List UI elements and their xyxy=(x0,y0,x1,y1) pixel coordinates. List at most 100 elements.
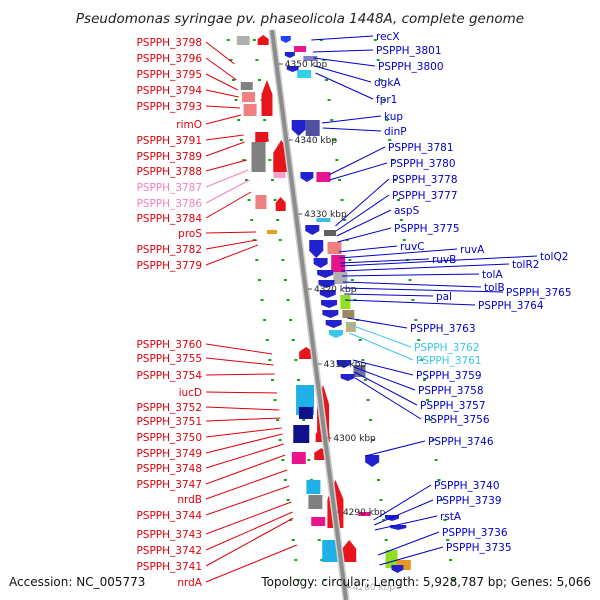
tick-mark xyxy=(322,579,326,581)
right-leader-line xyxy=(341,273,480,277)
right-leader-line xyxy=(344,293,434,297)
tick-mark xyxy=(371,439,375,441)
tick-mark xyxy=(302,419,306,421)
gene-arrow-down xyxy=(300,172,314,182)
left-gene-label: PSPPH_3747 xyxy=(136,479,202,491)
right-gene-label: ruvB xyxy=(432,254,456,266)
tick-mark xyxy=(317,539,321,541)
tick-mark xyxy=(332,139,336,141)
right-leader-line xyxy=(379,546,444,566)
summary-text: Topology: circular; Length: 5,928,787 bp… xyxy=(260,575,591,589)
gene-arrow-down xyxy=(390,525,407,530)
gene-arrow-down xyxy=(317,270,334,278)
tick-mark xyxy=(327,99,331,101)
left-gene-label: PSPPH_3744 xyxy=(136,510,202,522)
gene-features xyxy=(236,35,411,573)
left-gene-label: PSPPH_3788 xyxy=(136,166,202,178)
tick-mark xyxy=(452,579,456,581)
gene-block xyxy=(251,142,266,172)
gene-block xyxy=(331,255,346,273)
tick-mark xyxy=(260,299,264,301)
tick-mark xyxy=(270,379,274,381)
gene-block xyxy=(316,172,331,182)
tick-mark xyxy=(324,79,328,81)
tick-mark xyxy=(388,139,392,141)
right-gene-label: PSPPH_3740 xyxy=(434,480,500,492)
gene-arrow-up xyxy=(299,347,314,359)
right-gene-label: kup xyxy=(384,111,403,123)
map-title: Pseudomonas syringae pv. phaseolicola 14… xyxy=(76,11,524,27)
left-leader-line xyxy=(205,517,294,567)
gene-arrow-down xyxy=(365,455,380,467)
left-leader-line xyxy=(205,544,298,583)
tick-mark xyxy=(343,219,347,221)
gene-block xyxy=(255,195,267,209)
gene-arrow-down xyxy=(325,320,342,328)
right-leader-line xyxy=(314,65,372,83)
tick-mark xyxy=(382,99,386,101)
gene-block xyxy=(291,452,306,464)
left-leader-line xyxy=(205,134,244,141)
right-leader-line xyxy=(338,245,398,253)
tick-mark xyxy=(250,219,254,221)
tick-mark xyxy=(440,499,444,501)
left-gene-label: PSPPH_3787 xyxy=(136,182,202,194)
tick-mark xyxy=(255,59,259,61)
tick-mark xyxy=(237,119,241,121)
left-gene-label: PSPPH_3741 xyxy=(136,561,202,573)
left-gene-label: nrdB xyxy=(177,494,202,506)
gene-arrow-down xyxy=(336,360,351,368)
scale-label: 4320 kbp xyxy=(314,285,357,295)
right-gene-label: pal xyxy=(436,291,452,303)
left-gene-label: PSPPH_3786 xyxy=(136,198,202,210)
right-gene-label: rstA xyxy=(440,511,462,523)
right-leader-line xyxy=(374,515,438,531)
tick-mark xyxy=(366,399,370,401)
tick-mark xyxy=(385,119,389,121)
tick-mark xyxy=(294,359,298,361)
tick-mark xyxy=(283,279,287,281)
left-gene-label: PSPPH_3751 xyxy=(136,416,202,428)
left-leader-line xyxy=(205,417,281,422)
gene-block xyxy=(293,425,310,443)
left-leader-line xyxy=(205,454,286,485)
left-leader-line xyxy=(205,244,259,266)
right-gene-label: tolB xyxy=(484,282,505,294)
scale-label: 4310 kbp xyxy=(324,360,367,370)
left-strand-labels: PSPPH_3798PSPPH_3796PSPPH_3795PSPPH_3794… xyxy=(136,37,298,589)
left-gene-label: PSPPH_3742 xyxy=(136,545,202,557)
left-leader-line xyxy=(205,231,257,234)
tick-mark xyxy=(276,219,280,221)
left-gene-label: PSPPH_3794 xyxy=(136,85,202,97)
left-leader-line xyxy=(205,57,237,81)
tick-mark xyxy=(286,499,290,501)
right-leader-line xyxy=(337,227,392,243)
right-leader-line xyxy=(365,440,426,457)
tick-mark xyxy=(431,439,435,441)
tick-mark xyxy=(276,419,280,421)
tick-mark xyxy=(247,199,251,201)
right-gene-label: PSPPH_3777 xyxy=(392,190,458,202)
backbone-line xyxy=(270,29,348,600)
tick-mark xyxy=(330,119,334,121)
left-gene-label: PSPPH_3795 xyxy=(136,69,202,81)
right-leader-line xyxy=(349,332,414,361)
tick-mark xyxy=(350,279,354,281)
right-gene-label: PSPPH_3780 xyxy=(390,158,456,170)
tick-mark xyxy=(281,459,285,461)
scale-label: 4330 kbp xyxy=(304,210,347,220)
gene-arrow-down xyxy=(391,565,404,573)
scale-label: 4300 kbp xyxy=(333,434,376,444)
gene-arrow-down xyxy=(313,258,328,268)
tick-mark xyxy=(307,459,311,461)
left-gene-label: PSPPH_3752 xyxy=(136,402,202,414)
left-leader-line xyxy=(205,105,241,109)
left-gene-label: PSPPH_3750 xyxy=(136,432,202,444)
left-leader-line xyxy=(205,501,292,535)
scale-label: 4340 kbp xyxy=(295,136,338,146)
right-leader-line xyxy=(343,287,504,293)
tick-mark xyxy=(320,559,324,561)
right-gene-label: PSPPH_3759 xyxy=(416,370,482,382)
tick-mark xyxy=(348,259,352,261)
